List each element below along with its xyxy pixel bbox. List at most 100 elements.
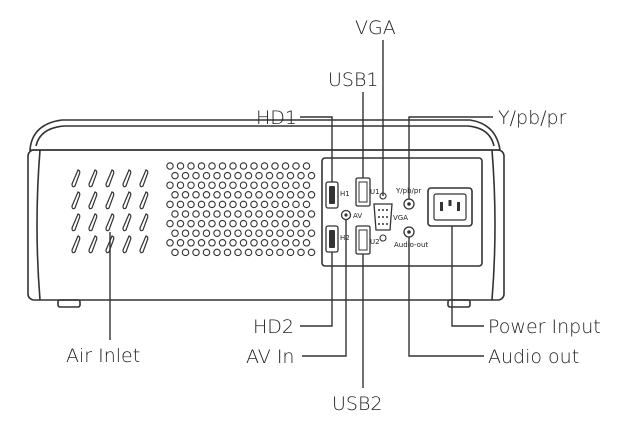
vent-hole	[265, 171, 274, 180]
vent-hole	[302, 200, 311, 209]
vent-slot	[88, 169, 98, 188]
vent-hole	[229, 162, 237, 170]
vent-slot	[71, 235, 81, 254]
vent-hole	[187, 181, 195, 189]
vent-hole	[260, 200, 269, 209]
panel-label-audio-out: Audio-out	[394, 241, 428, 249]
vent-hole	[292, 162, 300, 170]
vent-slot	[139, 213, 149, 232]
vent-hole	[171, 248, 179, 257]
leader-ypbpr	[408, 116, 493, 199]
vent-hole	[181, 210, 190, 218]
vent-hole	[302, 219, 311, 228]
vent-hole	[202, 171, 211, 180]
vent-hole	[197, 162, 206, 170]
callout-hd1: HD1	[256, 107, 297, 129]
vent-hole	[297, 171, 305, 180]
vent-hole	[239, 219, 248, 228]
vent-hole	[166, 162, 174, 170]
vent-hole	[244, 171, 253, 180]
vent-hole	[239, 200, 248, 209]
vent-hole	[265, 248, 274, 257]
vent-hole	[276, 248, 284, 257]
callout-vga: VGA	[355, 17, 396, 39]
vent-hole	[234, 210, 242, 218]
vent-hole	[297, 191, 305, 199]
vent-hole	[171, 229, 179, 237]
vent-hole	[229, 200, 237, 209]
vent-hole	[276, 191, 284, 199]
vent-hole	[166, 200, 174, 209]
vent-hole	[239, 162, 248, 170]
vent-hole	[281, 181, 290, 189]
vent-hole	[260, 162, 269, 170]
vent-hole	[187, 239, 195, 247]
vent-hole	[166, 181, 174, 189]
vent-hole	[255, 210, 263, 218]
vent-slot	[88, 235, 98, 254]
vent-hole	[281, 200, 290, 209]
vent-hole	[202, 248, 211, 257]
callout-labels: VGA USB1 HD1 Y/pb/pr HD2 AV In USB2 Air …	[66, 17, 601, 415]
vent-hole	[271, 181, 279, 189]
vent-hole	[234, 171, 242, 180]
panel-label-u1: U1	[370, 188, 380, 196]
panel-label-h2: H2	[340, 234, 350, 242]
vent-hole	[271, 162, 279, 170]
leader-hd1	[300, 116, 333, 182]
vent-hole	[286, 191, 295, 199]
vent-hole	[176, 181, 185, 189]
vent-hole	[260, 239, 269, 247]
vent-hole	[213, 191, 221, 199]
vent-hole	[292, 181, 300, 189]
vent-slot	[139, 235, 149, 254]
vent-hole	[218, 162, 227, 170]
vent-hole	[271, 239, 279, 247]
vent-hole	[192, 191, 200, 199]
vent-hole	[271, 219, 279, 228]
leader-power-input	[451, 226, 484, 327]
vent-hole	[171, 191, 179, 199]
vent-hole	[250, 181, 258, 189]
vent-hole	[265, 210, 274, 218]
vent-hole	[255, 171, 263, 180]
vent-hole	[181, 248, 190, 257]
vent-hole	[286, 248, 295, 257]
vent-hole	[307, 171, 316, 180]
vent-hole	[271, 200, 279, 209]
vent-hole	[192, 248, 200, 257]
vent-hole	[250, 200, 258, 209]
vent-hole	[213, 248, 221, 257]
vent-hole	[250, 162, 258, 170]
vent-hole	[244, 210, 253, 218]
vent-hole	[292, 200, 300, 209]
vent-hole	[187, 219, 195, 228]
vent-hole	[208, 181, 216, 189]
vent-hole	[302, 162, 311, 170]
callout-air-inlet: Air Inlet	[66, 345, 140, 367]
projector-body	[27, 119, 505, 308]
vent-hole	[229, 239, 237, 247]
vent-hole	[292, 219, 300, 228]
vent-hole	[250, 219, 258, 228]
vent-slot	[122, 191, 132, 210]
vent-hole	[171, 210, 179, 218]
vent-hole	[208, 200, 216, 209]
vent-slot	[71, 191, 81, 210]
vent-hole	[255, 191, 263, 199]
vent-hole	[244, 248, 253, 257]
vent-hole	[307, 229, 316, 237]
vent-hole	[213, 171, 221, 180]
foot-right	[447, 299, 471, 308]
port-panel: H1 H2 AV U1 U2 VGA Y/pb/pr Audio-out	[321, 157, 483, 267]
leader-audio-out	[408, 237, 484, 357]
vent-hole	[260, 181, 269, 189]
vent-hole	[302, 239, 311, 247]
vent-hole	[255, 229, 263, 237]
vent-holes	[166, 162, 316, 257]
vent-hole	[187, 200, 195, 209]
vent-hole	[234, 229, 242, 237]
leader-lines	[109, 40, 493, 388]
vent-hole	[213, 210, 221, 218]
vent-slot	[122, 235, 132, 254]
